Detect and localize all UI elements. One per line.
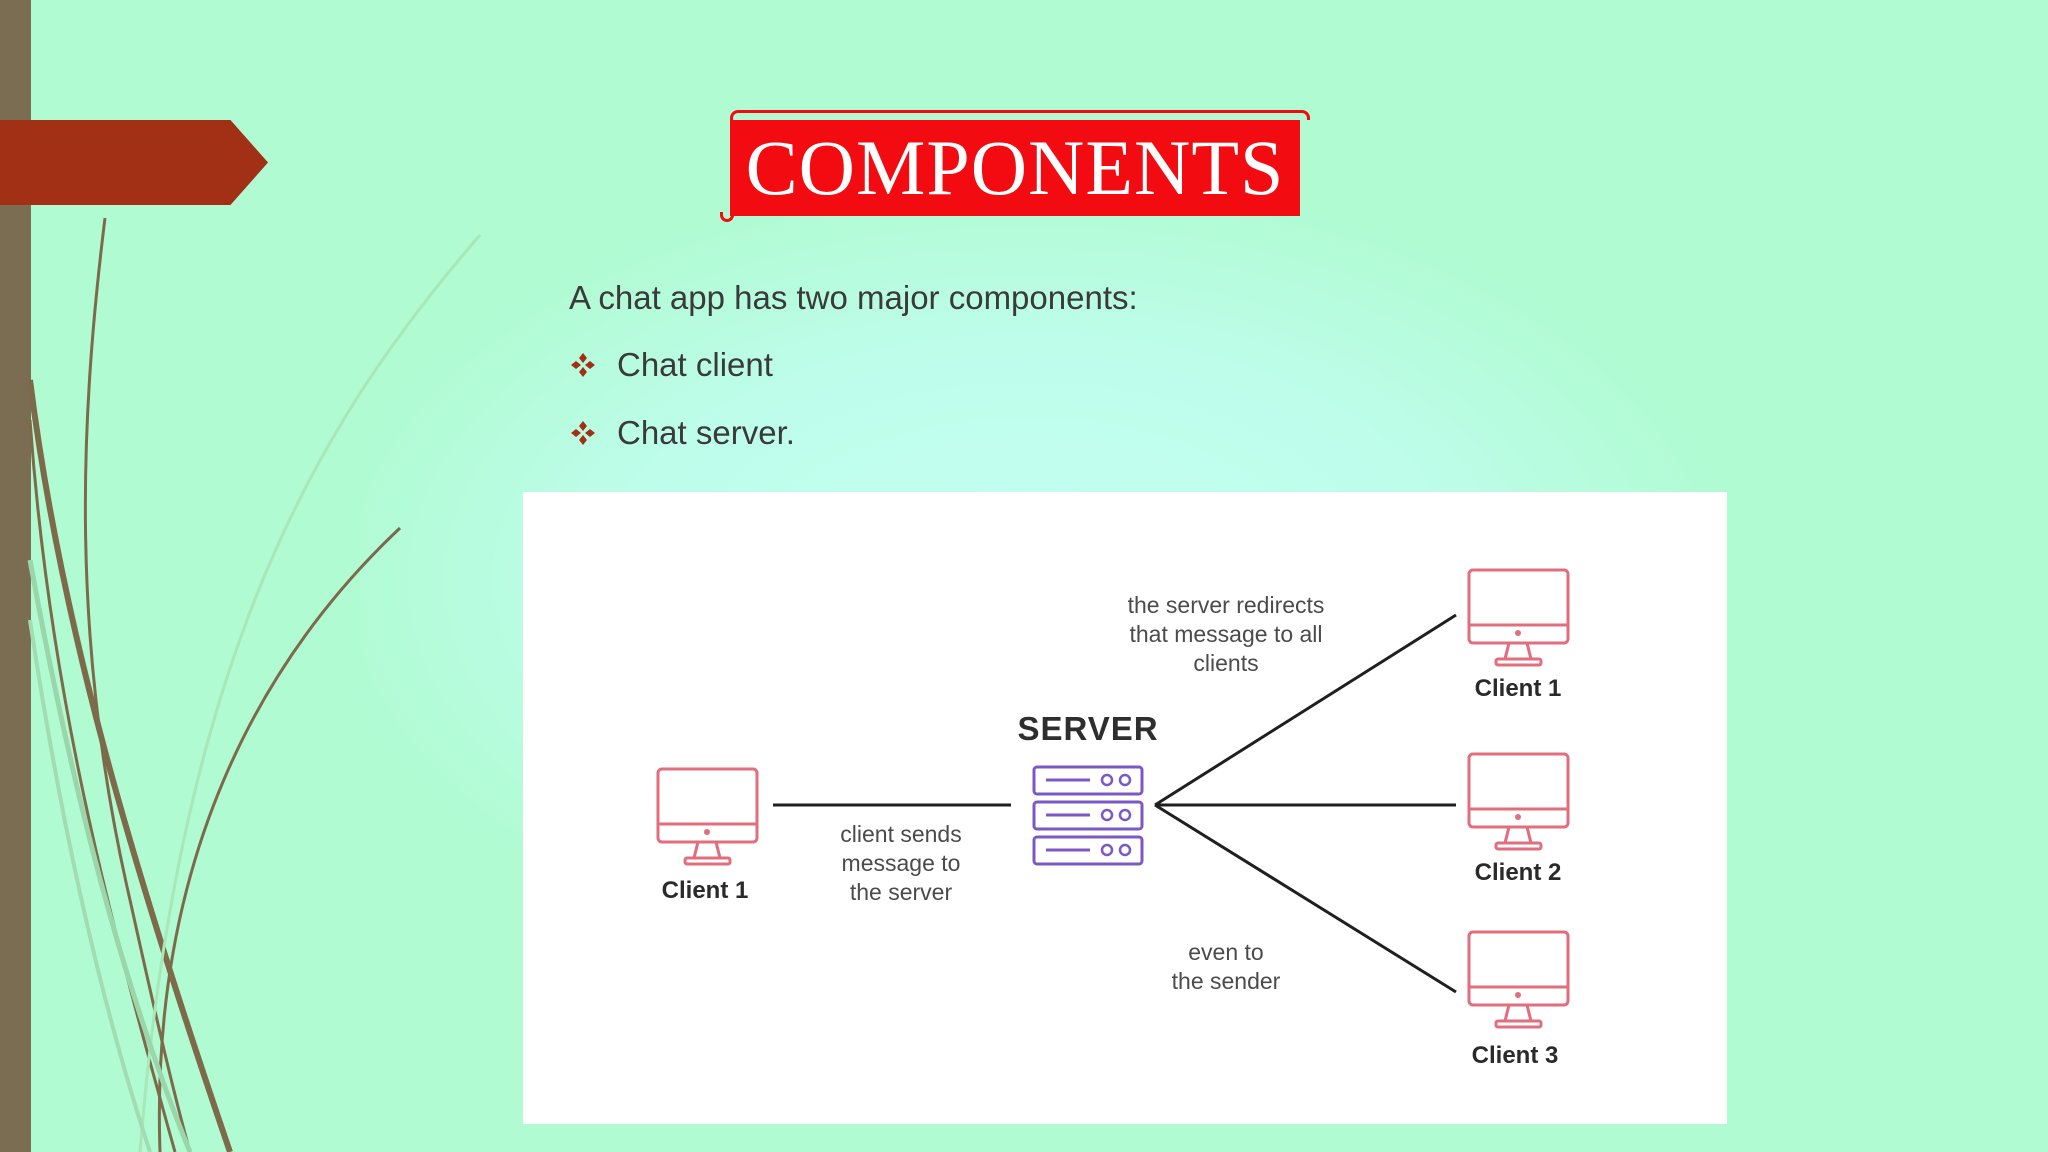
monitor-icon: [656, 767, 759, 866]
four-diamond-icon: [569, 351, 617, 379]
sender-client-label: Client 1: [661, 877, 749, 904]
bullet-text: Chat server.: [617, 414, 795, 451]
connector-server-to-client-1: [1154, 613, 1457, 807]
monitor-icon: [1467, 752, 1570, 851]
receiver-client-label: Client 2: [1474, 859, 1562, 886]
intro-text: A chat app has two major components:: [569, 279, 1138, 316]
receiver-client-label: Client 1: [1474, 675, 1562, 702]
server-icon: [1032, 765, 1144, 866]
scroll-curl-top: [730, 110, 1310, 120]
chat-architecture-diagram: SERVER Client 1 Client 1 Client 2 Client…: [523, 492, 1727, 1124]
monitor-icon: [1467, 930, 1570, 1029]
bullet-item: Chat client: [569, 346, 773, 384]
slide-title: COMPONENTS: [745, 124, 1285, 211]
title-fill: [730, 120, 1300, 216]
connector-server-to-client-3: [1154, 803, 1457, 994]
caption-even-to-sender: even to the sender: [1171, 939, 1281, 994]
decorative-grass-strokes: [27, 217, 482, 1152]
bullet-text: Chat client: [617, 346, 773, 383]
bullet-item: Chat server.: [569, 414, 795, 452]
receiver-client-label: Client 3: [1471, 1042, 1559, 1069]
scroll-curl-bottom: [720, 212, 734, 222]
four-diamond-icon: [569, 419, 617, 447]
caption-server-redirects: the server redirects that message to all…: [1127, 592, 1325, 676]
monitor-icon: [1467, 568, 1570, 667]
caption-client-sends: client sends message to the server: [840, 821, 962, 905]
server-label: SERVER: [1017, 710, 1159, 747]
title-banner: COMPONENTS: [718, 108, 1312, 222]
arrow-tab: [0, 120, 268, 205]
